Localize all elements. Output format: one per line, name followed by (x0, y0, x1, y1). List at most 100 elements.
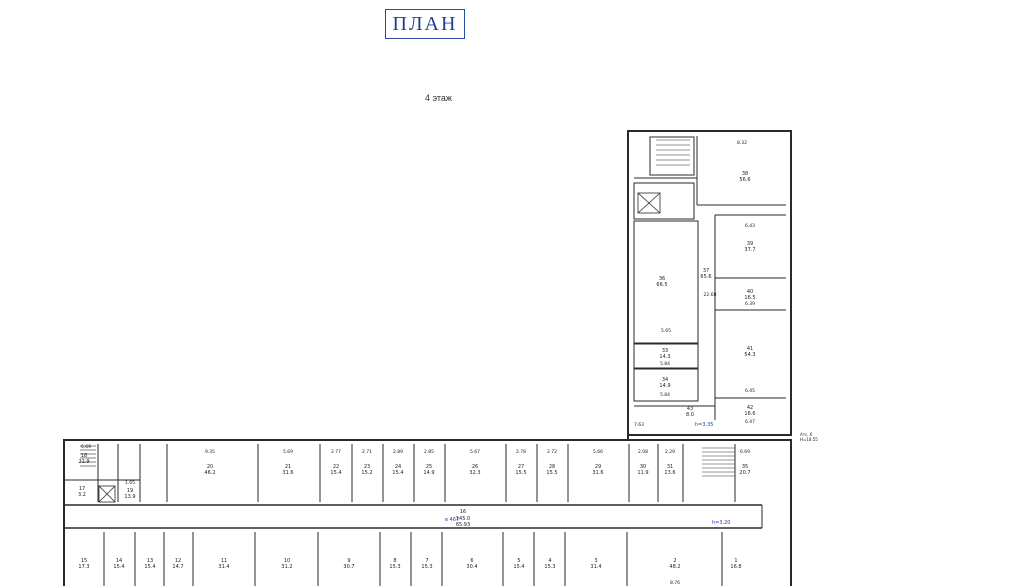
bottom-room-area-14: 15.4 (113, 564, 124, 570)
corridor-blue-note: в 467 (445, 517, 459, 523)
tower-room-dim-42: 6.47 (745, 419, 755, 425)
bottom-room-no-2: 2 (673, 558, 676, 564)
tower-room-labels: 3856.68.323666.55.653765.622.683937.76.4… (634, 140, 756, 428)
tower-room-dim-43: 7.63 (634, 422, 644, 428)
tower-room-no-40: 40 (747, 289, 753, 295)
tower-room-area-34: 14.9 (659, 383, 670, 389)
corridor-area: 145.0 (456, 516, 470, 522)
bottom-room-area-12: 14.7 (172, 564, 183, 570)
bottom-room-area-10: 31.2 (281, 564, 292, 570)
bottom-room-no-10: 10 (284, 558, 290, 564)
bottom-room-no-4: 4 (548, 558, 551, 564)
top-room-no-23: 23 (364, 464, 370, 470)
top-room-no-24: 24 (395, 464, 401, 470)
bottom-room-no-1: 1 (734, 558, 737, 564)
tower-room-dim-36: 5.65 (661, 328, 671, 334)
tower-outline (627, 130, 792, 436)
corridor-length: 65.93 (456, 522, 470, 528)
top-room-no-31: 31 (667, 464, 673, 470)
top-room-dim-23: 2.71 (362, 449, 372, 455)
tower-room-no-38: 38 (742, 171, 748, 177)
bottom-room-area-6: 30.4 (466, 564, 477, 570)
corridor-area-no: 16 (460, 509, 466, 515)
corridor-height: h=3.20 (712, 520, 731, 526)
bottom-room-area-15: 17.3 (78, 564, 89, 570)
top-room-no-21: 21 (285, 464, 291, 470)
top-room-area-21: 31.6 (282, 470, 293, 476)
bottom-room-dim-2: 8.76 (670, 580, 680, 586)
tower-room-no-41: 41 (747, 346, 753, 352)
floor-label: 4 этаж (425, 93, 452, 103)
bottom-room-no-7: 7 (425, 558, 428, 564)
top-room-area-24: 15.4 (392, 470, 403, 476)
top-room-area-31: 13.6 (664, 470, 675, 476)
tower-room-no-39: 39 (747, 241, 753, 247)
tower-room-dim-38: 8.32 (737, 140, 747, 146)
tower-room-no-34: 34 (662, 377, 668, 383)
bottom-room-area-3: 31.4 (590, 564, 601, 570)
top-room-area-30: 11.9 (637, 470, 648, 476)
bottom-room-no-15: 15 (81, 558, 87, 564)
tower-room-dim-41: 6.45 (745, 388, 755, 394)
tower-room-dim-37: 22.68 (704, 292, 717, 298)
tower-room-area-36: 66.5 (656, 282, 667, 288)
left-room-dim-19: 1.65 (125, 480, 135, 486)
top-room-area-25: 14.9 (423, 470, 434, 476)
top-room-dim-22: 2.77 (331, 449, 341, 455)
top-room-no-27: 27 (518, 464, 524, 470)
top-room-area-28: 15.5 (546, 470, 557, 476)
bottom-room-area-11: 31.4 (218, 564, 229, 570)
bottom-room-no-6: 6 (470, 558, 473, 564)
bottom-room-no-9: 9 (347, 558, 350, 564)
top-room-area-35: 20.7 (739, 470, 750, 476)
tower-room-dim-39: 6.43 (745, 223, 755, 229)
tower-room-dim-33: 5.84 (660, 361, 670, 367)
bottom-row-room-labels: 1517.31415.41315.41214.71131.41031.2930.… (78, 558, 741, 586)
top-room-dim-21: 5.69 (283, 449, 293, 455)
tower-room-no-36: 36 (659, 276, 665, 282)
bottom-room-area-1: 16.8 (730, 564, 741, 570)
top-room-no-35: 35 (742, 464, 748, 470)
left-room-area-17: 3.2 (78, 492, 86, 498)
top-room-area-27: 15.5 (515, 470, 526, 476)
bottom-room-no-14: 14 (116, 558, 122, 564)
top-room-no-25: 25 (426, 464, 432, 470)
left-room-no-18: 18 (81, 453, 87, 459)
tower-room-no-33: 33 (662, 348, 668, 354)
bottom-room-no-13: 13 (147, 558, 153, 564)
bottom-room-no-3: 3 (594, 558, 597, 564)
bottom-room-no-8: 8 (393, 558, 396, 564)
bottom-room-no-5: 5 (517, 558, 520, 564)
top-room-no-29: 29 (595, 464, 601, 470)
walls (63, 130, 792, 586)
top-room-dim-31: 2.29 (665, 449, 675, 455)
elevation-mark: Атс. 6 (800, 432, 813, 437)
plan-title-box: ПЛАН (385, 9, 465, 39)
top-room-dim-35: 6.69 (740, 449, 750, 455)
tower-room-area-33: 14.3 (659, 354, 670, 360)
left-room-no-19: 19 (127, 488, 133, 494)
top-row-room-labels: 2046.29.352131.65.692215.42.772315.22.71… (204, 449, 750, 476)
tower-room-area-38: 56.6 (739, 177, 750, 183)
tower-room-area-40: 16.5 (744, 295, 755, 301)
top-room-dim-30: 2.08 (638, 449, 648, 455)
top-room-area-23: 15.2 (361, 470, 372, 476)
plan-title: ПЛАН (392, 12, 458, 35)
top-room-dim-25: 2.85 (424, 449, 434, 455)
top-room-area-29: 31.6 (592, 470, 603, 476)
tower-room-area-41: 54.3 (744, 352, 755, 358)
bottom-room-area-2: 48.2 (669, 564, 680, 570)
tower-room-area-43: 8.0 (686, 412, 694, 418)
top-room-dim-27: 2.78 (516, 449, 526, 455)
top-room-no-30: 30 (640, 464, 646, 470)
top-room-dim-28: 2.72 (547, 449, 557, 455)
top-room-area-22: 15.4 (330, 470, 341, 476)
left-room-dim-18: 6.69 (81, 444, 91, 450)
left-room-no-17: 17 (79, 486, 85, 492)
tower-room-dim-40: 6.39 (745, 301, 755, 307)
top-room-no-22: 22 (333, 464, 339, 470)
tower-room-no-42: 42 (747, 405, 753, 411)
tower-height: h=3.35 (695, 422, 714, 428)
